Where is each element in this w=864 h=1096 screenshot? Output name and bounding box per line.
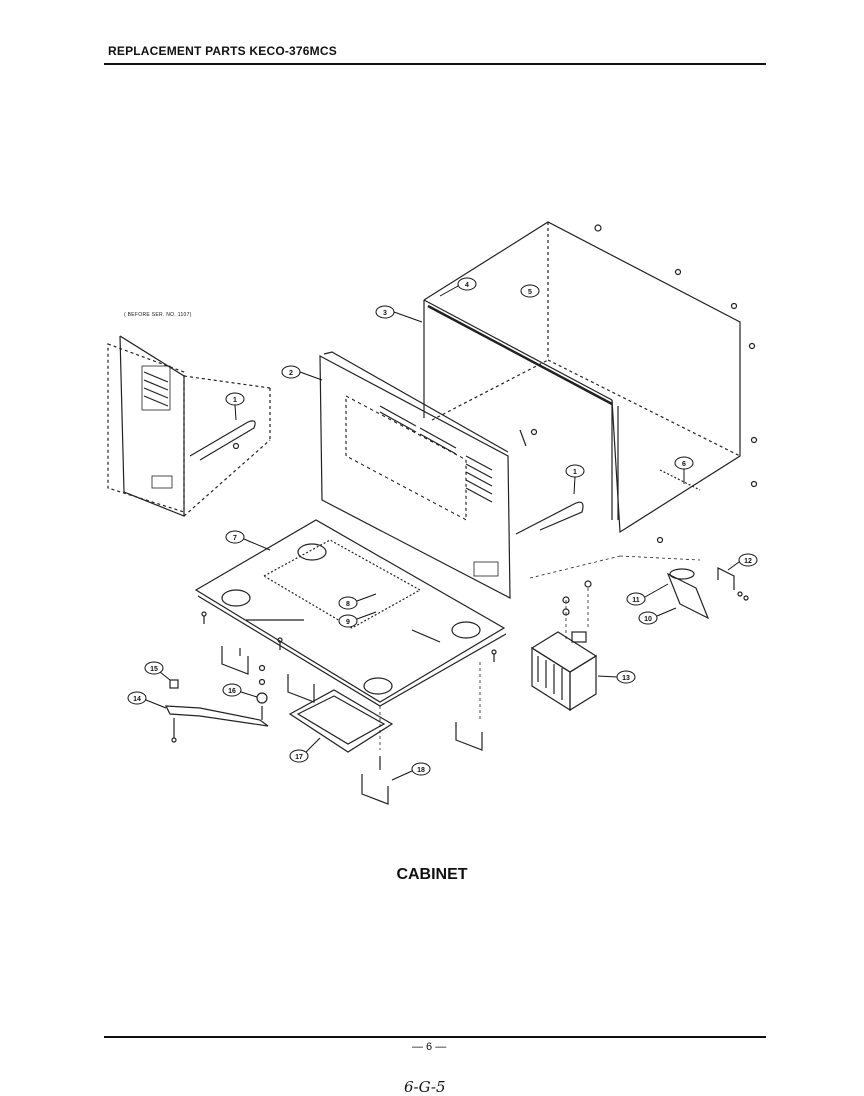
callout-6 bbox=[674, 456, 694, 484]
callout-label: 2 bbox=[289, 370, 293, 377]
power-cord bbox=[515, 428, 584, 535]
callout-label: 15 bbox=[150, 666, 158, 673]
page-number: — 6 — bbox=[412, 1041, 447, 1053]
callout-label: 5 bbox=[528, 289, 532, 296]
handwritten-code: 6-G-5 bbox=[404, 1078, 446, 1096]
callout-label: 6 bbox=[682, 461, 686, 468]
callout-label: 1 bbox=[573, 469, 577, 476]
bracket-bar bbox=[164, 705, 269, 743]
callout-3 bbox=[375, 305, 423, 323]
callout-9 bbox=[338, 611, 377, 628]
callout-12 bbox=[727, 553, 758, 571]
transformer bbox=[530, 631, 598, 712]
callout-label: 10 bbox=[644, 616, 652, 623]
back-panel bbox=[319, 351, 511, 599]
callout-label: 11 bbox=[632, 597, 640, 604]
bottom-cover-plate bbox=[288, 689, 394, 753]
callout-label: 17 bbox=[295, 754, 303, 761]
variant-note: ( BEFORE SER. NO. 1107) bbox=[124, 312, 192, 318]
callout-label: 18 bbox=[417, 767, 425, 774]
callout-labels: 1 1 2 3 4 5 6 7 8 9 10 11 12 13 14 15 16… bbox=[133, 282, 752, 774]
callout-5 bbox=[520, 284, 540, 298]
callout-1-inset bbox=[225, 392, 245, 421]
callout-label: 8 bbox=[346, 601, 350, 608]
callout-label: 14 bbox=[133, 696, 141, 703]
callout-8 bbox=[338, 593, 377, 610]
callout-label: 12 bbox=[744, 558, 752, 565]
callout-label: 3 bbox=[383, 310, 387, 317]
capacitor-assembly bbox=[666, 567, 749, 620]
callout-label: 4 bbox=[465, 282, 469, 289]
callout-16 bbox=[222, 683, 258, 698]
mounting-feet bbox=[221, 646, 483, 805]
base-plate bbox=[194, 519, 507, 707]
callout-11 bbox=[626, 583, 669, 606]
callout-label: 1 bbox=[233, 397, 237, 404]
outer-cabinet-wrap bbox=[423, 221, 758, 544]
callout-18 bbox=[391, 762, 431, 781]
callout-17 bbox=[289, 737, 321, 763]
fasteners bbox=[169, 580, 592, 720]
callout-label: 7 bbox=[233, 535, 237, 542]
alignment-leaders bbox=[379, 555, 701, 750]
footer-divider bbox=[104, 1036, 766, 1038]
back-panel-inset bbox=[107, 335, 271, 517]
callout-13 bbox=[597, 670, 636, 684]
callout-7 bbox=[225, 530, 271, 551]
part-callouts bbox=[127, 277, 758, 781]
callout-4 bbox=[439, 277, 477, 297]
callout-label: 13 bbox=[622, 675, 630, 682]
page-header-title: REPLACEMENT PARTS KECO-376MCS bbox=[108, 44, 337, 58]
callout-label: 16 bbox=[228, 688, 236, 695]
callout-10 bbox=[638, 607, 677, 625]
callout-1 bbox=[565, 464, 585, 495]
header-divider bbox=[104, 63, 766, 65]
callout-15 bbox=[144, 661, 171, 681]
diagram-caption: CABINET bbox=[396, 866, 468, 883]
callout-14 bbox=[127, 691, 167, 709]
callout-2 bbox=[281, 365, 323, 381]
callout-label: 9 bbox=[346, 619, 350, 626]
